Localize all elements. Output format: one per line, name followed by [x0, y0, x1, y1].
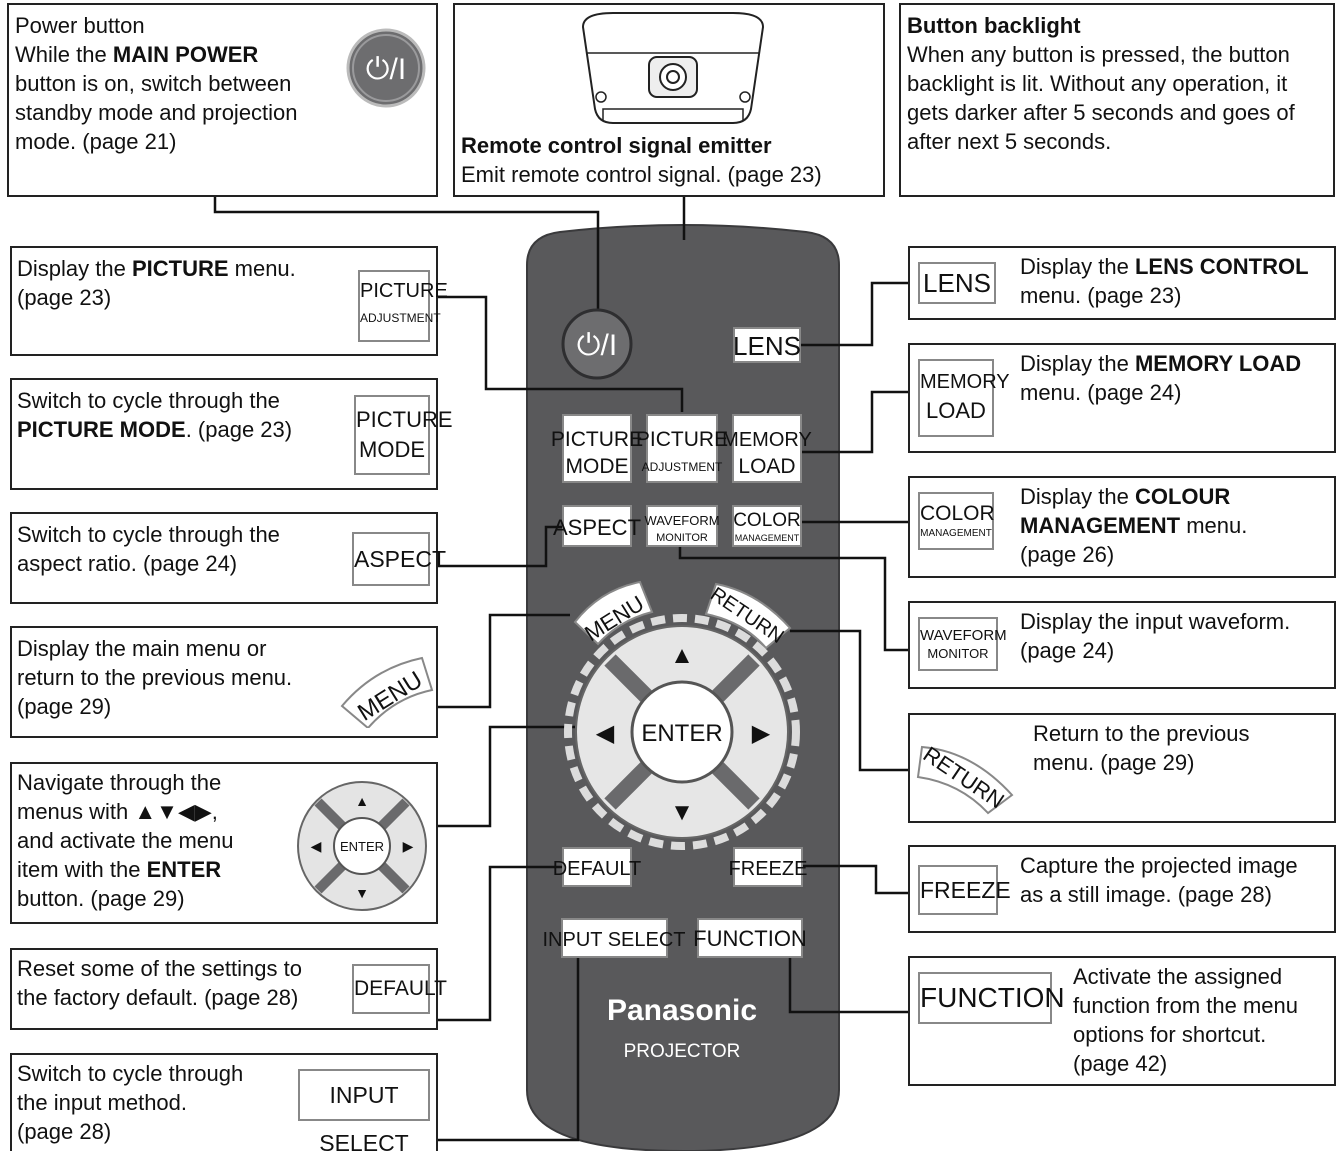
- callout-picture-mode: Switch to cycle through the PICTURE MODE…: [10, 378, 453, 490]
- callout-return: RETURN Return to the previous menu. (pag…: [908, 713, 1336, 823]
- default-key-icon: DEFAULT: [352, 964, 447, 1014]
- right-arrow-icon: ▶: [752, 720, 771, 747]
- emitter-illustration: [581, 12, 765, 124]
- power-key-label: ⏻/I: [577, 329, 617, 362]
- model-label: PROJECTOR: [624, 1041, 741, 1062]
- svg-text:ENTER: ENTER: [340, 839, 384, 854]
- color-management-key-icon: COLOR MANAGEMENT: [918, 492, 995, 550]
- menu-key: [573, 580, 654, 646]
- picture-mode-key-bottom: MODE: [566, 455, 629, 478]
- waveform-key-bottom: MONITOR: [656, 532, 708, 544]
- up-arrow-icon: ▲: [670, 642, 694, 669]
- function-key-label: FUNCTION: [693, 926, 807, 951]
- callout-picture-adjustment: Display the PICTURE menu. (page 23) PICT…: [10, 246, 448, 356]
- connector-lines: [213, 196, 908, 1142]
- brand-logo: Panasonic: [607, 994, 757, 1027]
- callout-waveform: WAVEFORM MONITOR Display the input wavef…: [908, 601, 1336, 689]
- callout-default: Reset some of the settings to the factor…: [10, 948, 447, 1030]
- memory-key-top: MEMORY: [722, 429, 812, 451]
- aspect-key-label: ASPECT: [553, 515, 641, 540]
- lens-key-icon: LENS: [918, 262, 996, 304]
- memory-key-bottom: LOAD: [738, 455, 795, 478]
- dpad-icon: ENTER ▲ ▼ ◀ ▶: [297, 781, 427, 911]
- callout-navigate: Navigate through the menus with ▲▼◀▶, an…: [10, 762, 438, 924]
- aspect-key-icon: ASPECT: [352, 532, 446, 586]
- left-arrow-icon: ◀: [596, 720, 615, 747]
- input-select-key-label: INPUT SELECT: [543, 929, 686, 951]
- input-select-key-icon: INPUT SELECT: [298, 1069, 430, 1151]
- picture-adjustment-key-icon: PICTURE ADJUSTMENT: [358, 270, 448, 342]
- callout-freeze: FREEZE Capture the projected image as a …: [908, 845, 1336, 933]
- backlight-title: Button backlight: [907, 13, 1081, 38]
- emitter-desc: Emit remote control signal. (page 23): [461, 162, 822, 187]
- callout-lens: LENS Display the LENS CONTROL menu. (pag…: [908, 246, 1336, 320]
- callout-color-management: COLOR MANAGEMENT Display the COLOUR MANA…: [908, 476, 1336, 578]
- enter-key: [630, 680, 734, 784]
- picture-adj-key-bottom: ADJUSTMENT: [642, 460, 723, 474]
- callout-memory-load: MEMORY LOAD Display the MEMORY LOAD menu…: [908, 343, 1336, 453]
- menu-key-icon: MENU: [340, 656, 434, 728]
- svg-text:▼: ▼: [355, 885, 369, 901]
- lens-key-label: LENS: [733, 331, 801, 361]
- return-key-icon: RETURN: [916, 741, 1014, 815]
- callout-aspect: Switch to cycle through the aspect ratio…: [10, 512, 446, 604]
- color-key-bottom: MANAGEMENT: [735, 533, 800, 543]
- callout-power: Power button While the MAIN POWER button…: [7, 3, 438, 197]
- freeze-key-label: FREEZE: [729, 858, 808, 880]
- memory-load-key-icon: MEMORY LOAD: [918, 359, 1010, 437]
- return-key: [704, 582, 792, 650]
- enter-key-label: ENTER: [641, 720, 722, 747]
- freeze-key-icon: FREEZE: [918, 865, 1011, 915]
- waveform-key-top: WAVEFORM: [644, 513, 719, 528]
- svg-text:◀: ◀: [311, 838, 322, 854]
- emitter-title: Remote control signal emitter: [461, 133, 772, 158]
- picture-mode-key-icon: PICTURE MODE: [354, 395, 453, 475]
- power-button-icon: ⏻/I: [346, 28, 426, 108]
- dpad-backlight-ring: [564, 614, 800, 850]
- callout-backlight: Button backlight When any button is pres…: [899, 3, 1335, 197]
- callout-emitter: Remote control signal emitter Emit remot…: [453, 3, 885, 197]
- svg-text:▶: ▶: [403, 838, 414, 854]
- callout-input-select: Switch to cycle through the input method…: [10, 1053, 438, 1151]
- waveform-key-icon: WAVEFORM MONITOR: [918, 617, 1007, 671]
- picture-adj-key-top: PICTURE: [636, 428, 728, 451]
- power-button: [561, 308, 633, 380]
- callout-power-line1: Power button: [15, 13, 145, 38]
- function-key-icon: FUNCTION: [918, 972, 1065, 1024]
- svg-text:▲: ▲: [355, 793, 369, 809]
- callout-function: FUNCTION Activate the assigned function …: [908, 956, 1336, 1086]
- picture-mode-key-top: PICTURE: [551, 428, 643, 451]
- default-key-label: DEFAULT: [553, 858, 642, 880]
- callout-menu: Display the main menu or return to the p…: [10, 626, 438, 738]
- svg-text:⏻/I: ⏻/I: [366, 53, 406, 86]
- color-key-top: COLOR: [733, 510, 801, 531]
- down-arrow-icon: ▼: [670, 799, 694, 826]
